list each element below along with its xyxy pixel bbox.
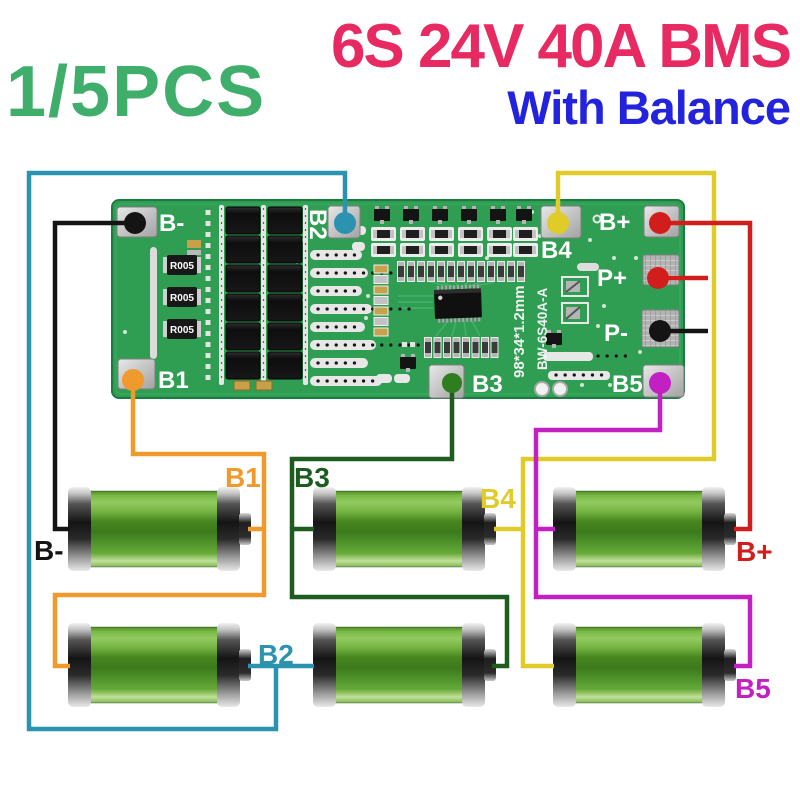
dot-b4 [547, 212, 569, 234]
smd-capacitor [187, 240, 201, 248]
battery-cell-2 [312, 486, 497, 572]
pcs-badge: 1/5PCS [6, 52, 267, 132]
protection-ic [434, 284, 482, 323]
wire-b1-sense [52, 380, 267, 669]
silk-b5: B5 [612, 371, 643, 398]
label-b3: B3 [294, 462, 330, 493]
silk-b2: B2 [304, 209, 331, 240]
mosfet-bank [219, 205, 308, 385]
wire-b-minus [52, 220, 135, 532]
dot-p-minus [649, 320, 671, 342]
dot-p-plus [647, 267, 669, 289]
wire-b2-sense [26, 170, 348, 732]
battery-cell-3 [552, 486, 737, 572]
silk-b3: B3 [472, 371, 503, 398]
tiny-pad [402, 342, 407, 347]
label-b4: B4 [480, 483, 516, 514]
shunt-label: R005 [170, 293, 194, 304]
battery-cell-6 [552, 622, 737, 708]
tiny-pad [410, 342, 415, 347]
via-ring [592, 214, 602, 224]
oval-pad [394, 374, 410, 383]
wire-b4-sense [520, 170, 717, 669]
smd-capacitor [233, 380, 251, 391]
shunt-label: R005 [170, 261, 194, 272]
shunt-label: R005 [170, 325, 194, 336]
wiring-labels: B- B1 B3 B4 B+ B2 B5 [34, 462, 773, 704]
battery-cell-1 [67, 486, 252, 572]
dot-b3 [442, 373, 462, 393]
silk-p-plus: P+ [597, 265, 627, 292]
bms-board: R005 R005 R005 [111, 199, 685, 399]
oval-pads [310, 226, 422, 386]
shunt-resistors: R005 R005 R005 [163, 255, 201, 339]
pcb-traces [398, 281, 495, 337]
silk-b4: B4 [541, 237, 572, 264]
silk-b-plus: B+ [599, 209, 630, 236]
pad-dots [122, 212, 671, 394]
label-b2: B2 [258, 639, 294, 670]
dot-b5 [649, 372, 671, 394]
smd-part [187, 250, 201, 255]
dot-b-minus [124, 212, 146, 234]
balance-cap-column [373, 264, 389, 337]
header-titles: 6S 24V 40A BMS With Balance [330, 12, 792, 134]
silk-b1: B1 [158, 367, 189, 394]
smd-capacitor [255, 380, 273, 391]
board-size-text: 98*34*1.2mm [511, 285, 528, 378]
battery-cell-5 [312, 622, 497, 708]
product-subtitle: With Balance [507, 81, 791, 134]
board-model-text: BW-6S40A-A [535, 288, 550, 370]
dot-b2 [334, 212, 356, 234]
oval-pad [376, 374, 392, 383]
label-b5: B5 [735, 673, 771, 704]
product-title: 6S 24V 40A BMS [330, 12, 792, 81]
wire-b3-sense [289, 383, 510, 669]
dot-b-plus [649, 212, 671, 234]
silk-b-minus: B- [159, 210, 184, 237]
silk-p-minus: P- [604, 320, 628, 347]
label-b-minus: B- [34, 535, 64, 566]
wire-b5-sense [533, 383, 753, 669]
slot-pad [150, 247, 157, 359]
wire-b-plus [660, 220, 753, 532]
dot-b1 [122, 369, 144, 391]
battery-cell-4 [67, 622, 252, 708]
label-b-plus: B+ [736, 536, 773, 567]
wiring [26, 170, 753, 732]
label-b1: B1 [225, 462, 261, 493]
right-components [534, 263, 636, 397]
